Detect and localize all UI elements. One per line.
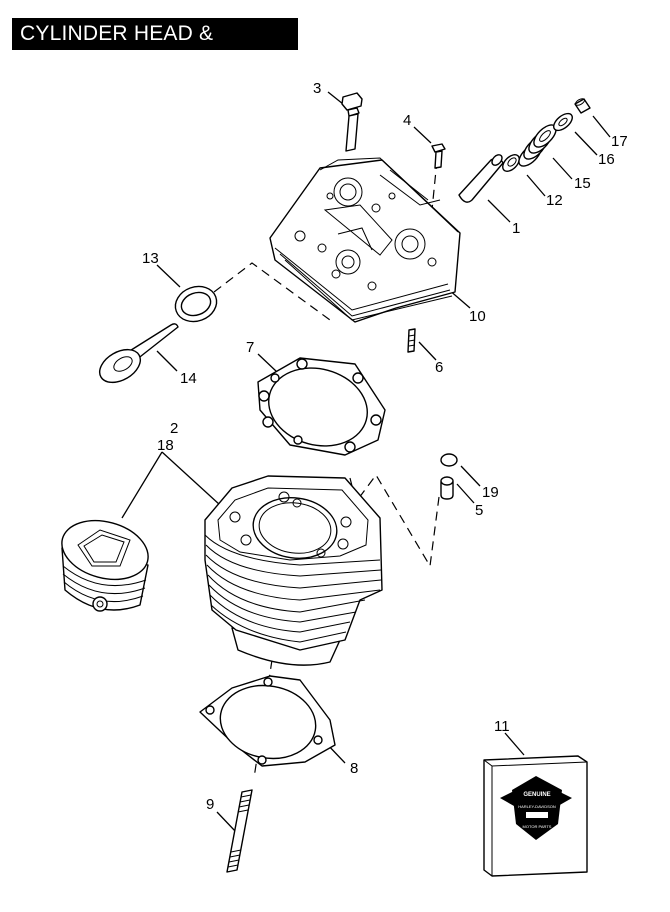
bolt-part-4 — [431, 143, 446, 169]
box-logo-genuine: GENUINE — [523, 792, 550, 798]
head-bolt-part-3 — [341, 92, 363, 152]
page-title: CYLINDER HEAD & VALVES — [12, 18, 298, 77]
callout-17: 17 — [611, 133, 628, 150]
callout-13: 13 — [142, 250, 159, 267]
valve-keeper-part-17 — [574, 98, 591, 114]
callout-14: 14 — [180, 370, 197, 387]
callout-15: 15 — [574, 175, 591, 192]
cylinder-part-2 — [204, 475, 383, 666]
parts-kit-box-part-11: GENUINE HARLEY-DAVIDSON MOTOR PARTS — [483, 755, 588, 877]
piston-part-18 — [61, 519, 149, 612]
valve-spring-part-15 — [518, 124, 557, 167]
callout-19: 19 — [482, 484, 499, 501]
callout-10: 10 — [469, 308, 486, 325]
o-ring-part-19 — [440, 453, 458, 467]
callout-4: 4 — [403, 112, 411, 129]
callout-5: 5 — [475, 502, 483, 519]
box-logo-shield — [512, 776, 562, 840]
callout-8: 8 — [350, 760, 358, 777]
valve-seat-part-13 — [174, 285, 218, 323]
callout-16: 16 — [598, 151, 615, 168]
spring-retainer-part-16 — [553, 112, 573, 132]
cylinder-stud-part-9 — [226, 789, 253, 873]
dowel-part-5 — [440, 476, 454, 500]
cylinder-head-part-10 — [269, 157, 461, 323]
box-logo-brand: HARLEY-DAVIDSON — [518, 804, 556, 809]
valve-seal-part-12 — [502, 154, 520, 172]
callout-2: 2 — [170, 420, 178, 437]
base-gasket-part-8 — [199, 675, 336, 767]
head-gasket-part-7 — [257, 357, 386, 456]
callout-7: 7 — [246, 339, 254, 356]
callout-18: 18 — [157, 437, 174, 454]
callout-3: 3 — [313, 80, 321, 97]
callout-6: 6 — [435, 359, 443, 376]
valve-part-14 — [99, 323, 179, 384]
valve-guide-part-1 — [458, 154, 504, 203]
callout-9: 9 — [206, 796, 214, 813]
dowel-part-6 — [407, 328, 416, 353]
callout-12: 12 — [546, 192, 563, 209]
leader-lines — [121, 91, 611, 833]
callout-11: 11 — [494, 718, 510, 735]
callout-1: 1 — [512, 220, 520, 237]
box-logo-motor-parts: MOTOR PARTS — [523, 824, 552, 829]
